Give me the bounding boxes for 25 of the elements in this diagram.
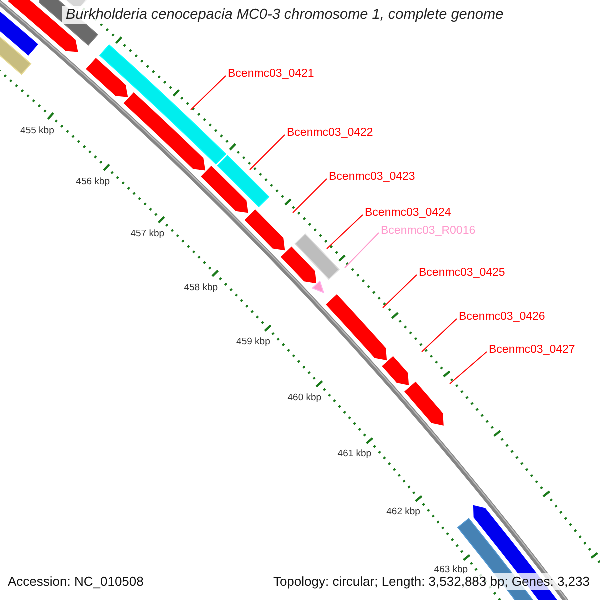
gene-label: Bcenmc03_0427 (489, 344, 576, 357)
leader-line (422, 318, 458, 352)
scale-label: 456 kbp (76, 176, 110, 188)
scale-label: 462 kbp (386, 506, 420, 518)
gene-label: Bcenmc03_0423 (329, 171, 416, 184)
scale-label: 463 kbp (434, 564, 468, 576)
leader-line (450, 352, 488, 384)
scale-label: 461 kbp (338, 448, 372, 460)
scale-label: 457 kbp (130, 228, 165, 240)
gene-label: Bcenmc03_0421 (228, 68, 314, 81)
leader-line (190, 76, 226, 110)
scale-label: 460 kbp (288, 392, 322, 404)
gene-label: Bcenmc03_0424 (365, 207, 452, 220)
gene-label: Bcenmc03_0422 (287, 127, 374, 140)
leader-line (292, 178, 328, 214)
leader-line (382, 274, 418, 308)
scale-label: 458 kbp (184, 282, 218, 294)
gene-label: Bcenmc03_0425 (419, 267, 506, 280)
leader-line (326, 214, 364, 250)
scale-label: 455 kbp (20, 126, 54, 137)
scale-label: 459 kbp (236, 336, 270, 348)
gene-label: Bcenmc03_0426 (459, 311, 546, 324)
leader-line (344, 232, 380, 268)
gene-label: Bcenmc03_R0016 (381, 225, 476, 238)
leader-line (250, 134, 286, 170)
